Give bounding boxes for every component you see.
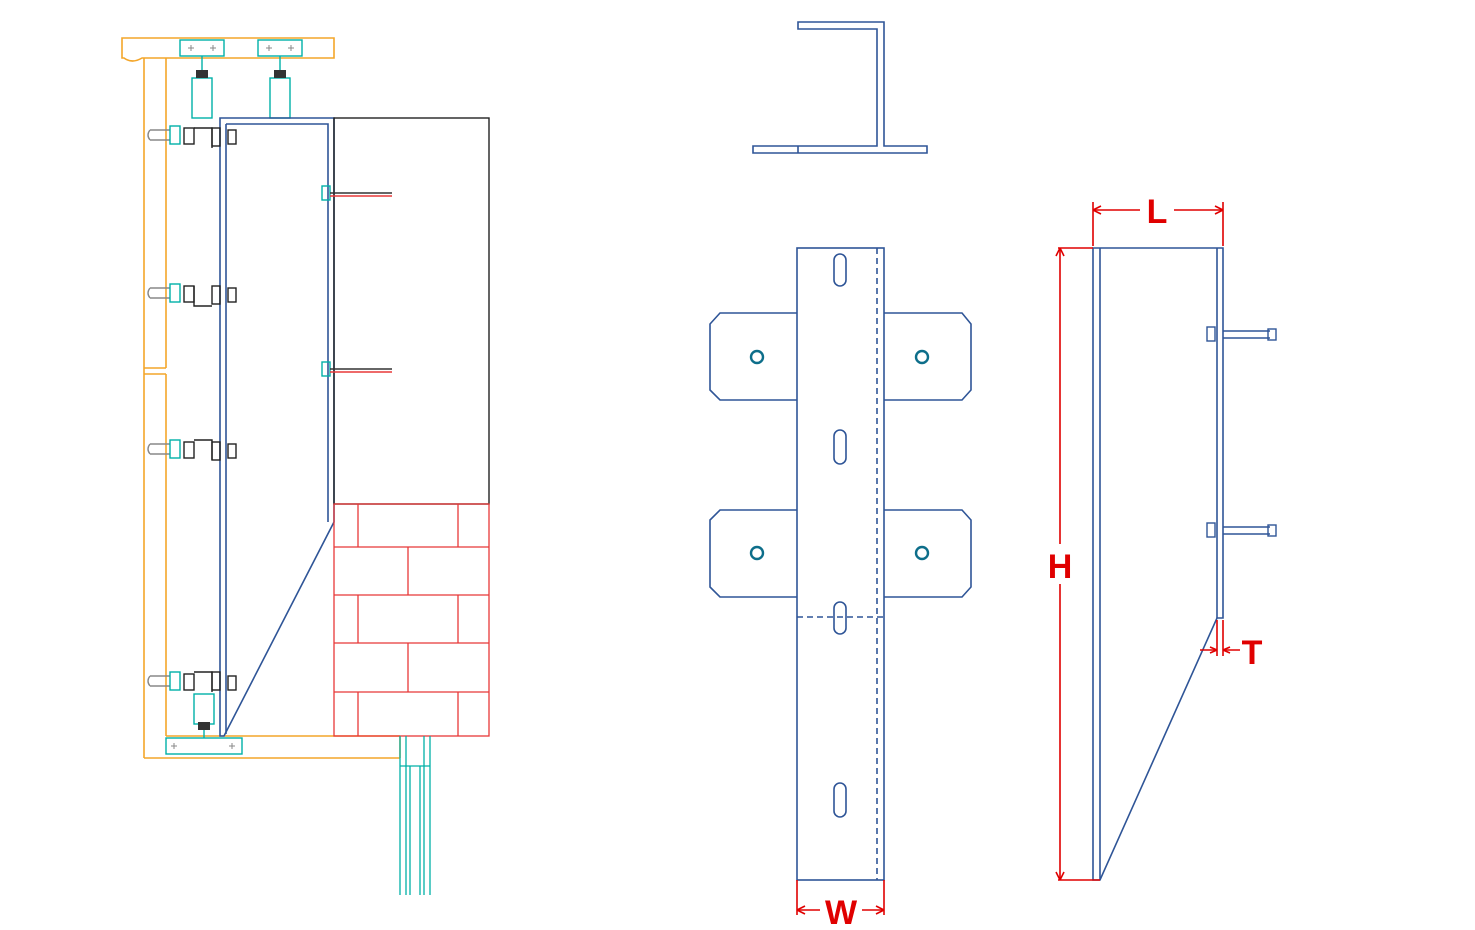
dimension-label-thickness: T [1242, 634, 1263, 672]
dimension-labels: L H W T [820, 192, 1263, 930]
bracket-side-elevation [1092, 247, 1224, 881]
structural-wall [333, 117, 490, 505]
cladding-panel [121, 37, 401, 759]
rail-nuts [196, 70, 286, 730]
wall-anchors [321, 185, 392, 377]
brick-wall [333, 503, 490, 737]
label-h-bg [1042, 544, 1078, 584]
dimension-label-length: L [1147, 193, 1168, 231]
rail-screw-marks [171, 45, 294, 749]
label-w-bg [820, 892, 862, 928]
side-anchor-bolts [1206, 326, 1277, 538]
bolt-cluster-4 [147, 671, 237, 692]
window-frame [399, 736, 431, 895]
dimension-lines [796, 202, 1240, 915]
bracket-plan-view [752, 21, 928, 154]
bracket-front-elevation [709, 247, 972, 881]
dimension-label-height: H [1048, 548, 1073, 586]
bolt-cluster-2 [147, 283, 237, 307]
dimension-label-width: W [825, 894, 858, 930]
label-l-bg [1140, 192, 1174, 228]
cladding-support-section [121, 37, 490, 895]
top-fixing-rails [165, 39, 303, 755]
bolt-cluster-3 [147, 439, 237, 461]
bracket-section [219, 117, 335, 737]
bolt-cluster-1 [147, 125, 237, 148]
mounting-holes [749, 349, 930, 561]
